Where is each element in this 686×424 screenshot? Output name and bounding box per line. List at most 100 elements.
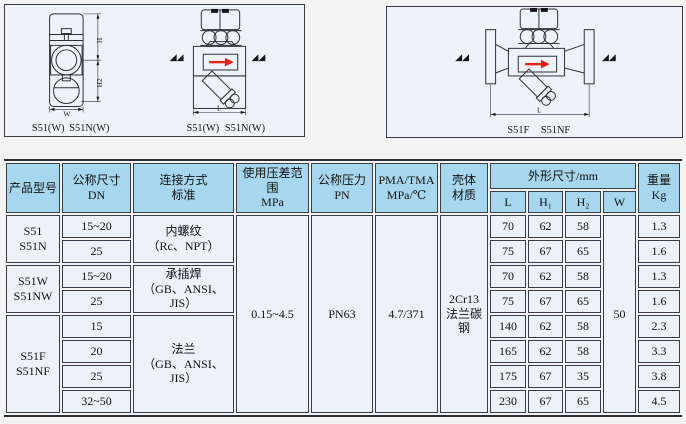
col-header-dim-h1: H₁ (528, 191, 563, 213)
cell-dn: 15~20 (62, 215, 131, 238)
cell-h1: 62 (528, 265, 563, 288)
cell-kg: 2.3 (638, 315, 681, 338)
dimension-l: L (490, 84, 590, 118)
cell-h2: 35 (565, 365, 601, 388)
flanged-view-drawing: L (455, 7, 616, 118)
table-row: 20 165 62 58 3.3 (6, 340, 681, 363)
dimension-h-h2: H H2 (81, 13, 104, 102)
cell-dn: 20 (62, 340, 131, 363)
cell-h1: 62 (528, 315, 563, 338)
cell-w: 50 (603, 215, 637, 413)
cell-dn: 25 (62, 240, 131, 263)
cell-kg: 1.6 (638, 290, 681, 313)
cell-h2: 65 (565, 390, 601, 413)
flow-arrow-icon (455, 54, 470, 62)
col-header-connection: 连接方式标准 (133, 163, 234, 213)
table-row: 25 75 67 65 1.6 (6, 240, 681, 263)
col-header-dim-h2: H₂ (565, 191, 601, 213)
cell-h2: 58 (565, 315, 601, 338)
cell-kg: 3.3 (638, 340, 681, 363)
strainer-drawing (201, 70, 240, 109)
cell-dn: 32~50 (62, 390, 131, 413)
diagram-box-flanged-versions: L S51F S51NF (386, 6, 683, 138)
cell-kg: 1.6 (638, 240, 681, 263)
cell-dn: 15 (62, 315, 131, 338)
cell-l: 70 (490, 215, 526, 238)
cell-l: 75 (490, 240, 526, 263)
figure-caption: S51(W) (187, 123, 220, 134)
cell-nominal-pressure: PN63 (311, 215, 373, 413)
cell-h1: 67 (528, 240, 563, 263)
cell-h2: 65 (565, 240, 601, 263)
dim-label-l: L (537, 105, 542, 114)
col-header-dim-l: L (490, 191, 526, 213)
cell-h2: 65 (565, 290, 601, 313)
cell-h2: 58 (565, 340, 601, 363)
cell-l: 70 (490, 265, 526, 288)
figure-caption: S51(W) (32, 123, 65, 134)
cell-kg: 1.3 (638, 215, 681, 238)
cell-l: 230 (490, 390, 526, 413)
table-row: 25 175 67 35 3.8 (6, 365, 681, 388)
flow-arrow-icon (169, 54, 184, 62)
figure-caption: S51N(W) (225, 123, 265, 134)
cell-h1: 67 (528, 390, 563, 413)
figure-caption: S51NF (541, 125, 571, 136)
cell-kg: 3.8 (638, 365, 681, 388)
cell-h1: 62 (528, 340, 563, 363)
cell-connection: 内螺纹（Rc、NPT） (133, 215, 234, 263)
cell-dn: 25 (62, 365, 131, 388)
cell-l: 175 (490, 365, 526, 388)
table-row: 32~50 230 67 65 4.5 (6, 390, 681, 413)
diagram-box-threaded-versions: W H H2 (4, 4, 305, 137)
dim-label-l: L (217, 103, 222, 112)
cell-kg: 4.5 (638, 390, 681, 413)
cell-dn: 15~20 (62, 265, 131, 288)
dim-label-h: H (95, 37, 104, 43)
dim-label-w: W (63, 109, 70, 118)
strainer-drawing (518, 68, 556, 106)
table-row: 25 75 67 65 1.6 (6, 290, 681, 313)
cell-h2: 58 (565, 215, 601, 238)
valve-line-drawing-front-and-side: W H H2 (32, 8, 266, 134)
col-header-dim-w: W (603, 191, 637, 213)
figure-caption: S51F (507, 125, 529, 136)
cell-pma-tma: 4.7/371 (375, 215, 438, 413)
side-view-drawing: L (169, 8, 266, 116)
flow-arrow-icon (601, 54, 616, 62)
cell-connection: 法兰（GB、ANSI、JIS） (133, 315, 234, 413)
cell-h2: 58 (565, 265, 601, 288)
cell-l: 140 (490, 315, 526, 338)
cell-dn: 25 (62, 290, 131, 313)
cell-h1: 67 (528, 365, 563, 388)
figure-caption: S51N(W) (69, 123, 109, 134)
col-header-body-material: 壳体材质 (440, 163, 488, 213)
cell-l: 75 (490, 290, 526, 313)
flow-arrow-icon (251, 54, 266, 62)
dimension-l: L (193, 103, 246, 116)
col-header-product-model: 产品型号 (6, 163, 60, 213)
dimension-w: W (49, 106, 84, 118)
cell-l: 165 (490, 340, 526, 363)
cell-h1: 62 (528, 215, 563, 238)
cell-kg: 1.3 (638, 265, 681, 288)
cell-connection: 承插焊（GB、ANSI、JIS） (133, 265, 234, 313)
cell-pressure-range: 0.15~4.5 (236, 215, 309, 413)
dim-label-h2: H2 (95, 78, 104, 87)
